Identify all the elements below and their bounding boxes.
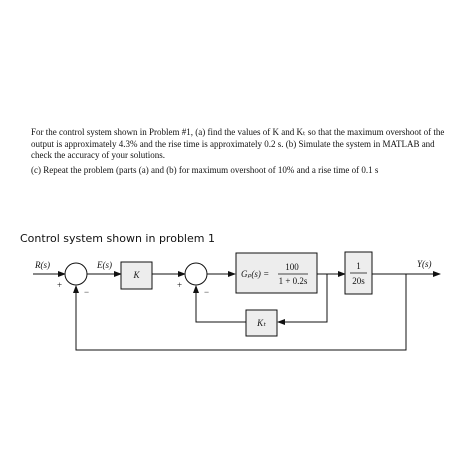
summing-junction-1 (64, 262, 88, 286)
output-label: Y(s) (417, 259, 432, 269)
feedback-gain-label: Kₜ (256, 318, 266, 328)
summing-junction-2 (184, 262, 208, 286)
velocity-feedback-return (193, 285, 246, 323)
unity-feedback-line (73, 274, 407, 351)
problem-paragraph-2: (c) Repeat the problem (parts (a) and (b… (31, 164, 379, 175)
plant-block-denominator: 1 + 0.2s (279, 276, 308, 286)
sum2-minus-sign: − (204, 287, 209, 297)
error-label: E(s) (96, 260, 112, 270)
velocity-feedback-tap (277, 274, 328, 325)
integrator-numerator: 1 (356, 261, 361, 271)
sum2-plus-sign: + (177, 280, 182, 290)
plant-block-lhs: Gₚ(s) = (241, 269, 269, 279)
problem-statement: For the control system shown in Problem … (31, 127, 456, 176)
problem-paragraph-1: For the control system shown in Problem … (31, 127, 445, 160)
gain-block-label: K (132, 270, 140, 280)
diagram-caption: Control system shown in problem 1 (20, 232, 215, 245)
plant-block (235, 252, 318, 294)
integrator-denominator: 20s (352, 276, 365, 286)
input-label: R(s) (34, 260, 50, 270)
sum1-plus-sign: + (57, 280, 62, 290)
gain-block (120, 261, 153, 290)
signal-lines (33, 271, 441, 351)
integrator-block (344, 251, 373, 295)
sum1-minus-sign: − (84, 287, 89, 297)
feedback-gain-block (245, 309, 278, 337)
plant-block-numerator: 100 (285, 262, 299, 272)
